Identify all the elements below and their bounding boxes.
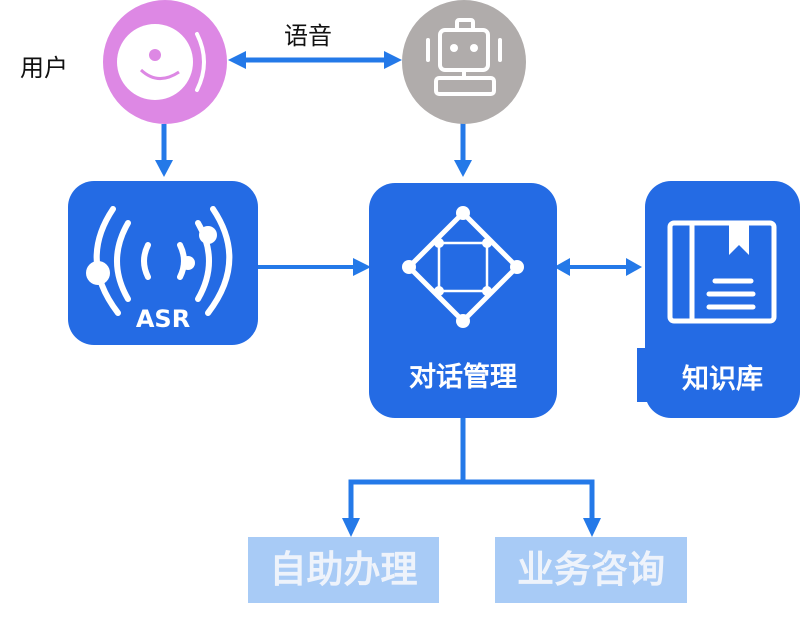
user-voice-icon (117, 24, 206, 100)
edge-label-voice: 语音 (284, 22, 332, 50)
asr-node[interactable]: ASR (68, 181, 258, 345)
robot-node[interactable] (402, 0, 526, 124)
robot-icon (426, 18, 502, 96)
dialog-label: 对话管理 (409, 362, 517, 393)
kb-node-tab (637, 348, 649, 402)
sound-wave-icon (86, 206, 233, 316)
book-icon (667, 220, 777, 324)
self-service-node[interactable]: 自助办理 (248, 537, 439, 603)
dialog-node[interactable]: 对话管理 (369, 183, 557, 418)
edge-dialog-leaves (342, 402, 601, 537)
edge-dialog-kb (554, 258, 642, 276)
asr-label: ASR (135, 305, 191, 333)
edge-asr-dialog (258, 258, 371, 276)
user-label: 用户 (20, 54, 68, 82)
edge-user-robot (228, 51, 402, 69)
network-diamond-icon (402, 206, 524, 328)
kb-label: 知识库 (682, 364, 763, 395)
consult-node[interactable]: 业务咨询 (495, 537, 687, 603)
edge-user-asr (155, 124, 173, 177)
kb-node[interactable]: 知识库 (645, 181, 800, 418)
user-node[interactable] (103, 0, 227, 124)
